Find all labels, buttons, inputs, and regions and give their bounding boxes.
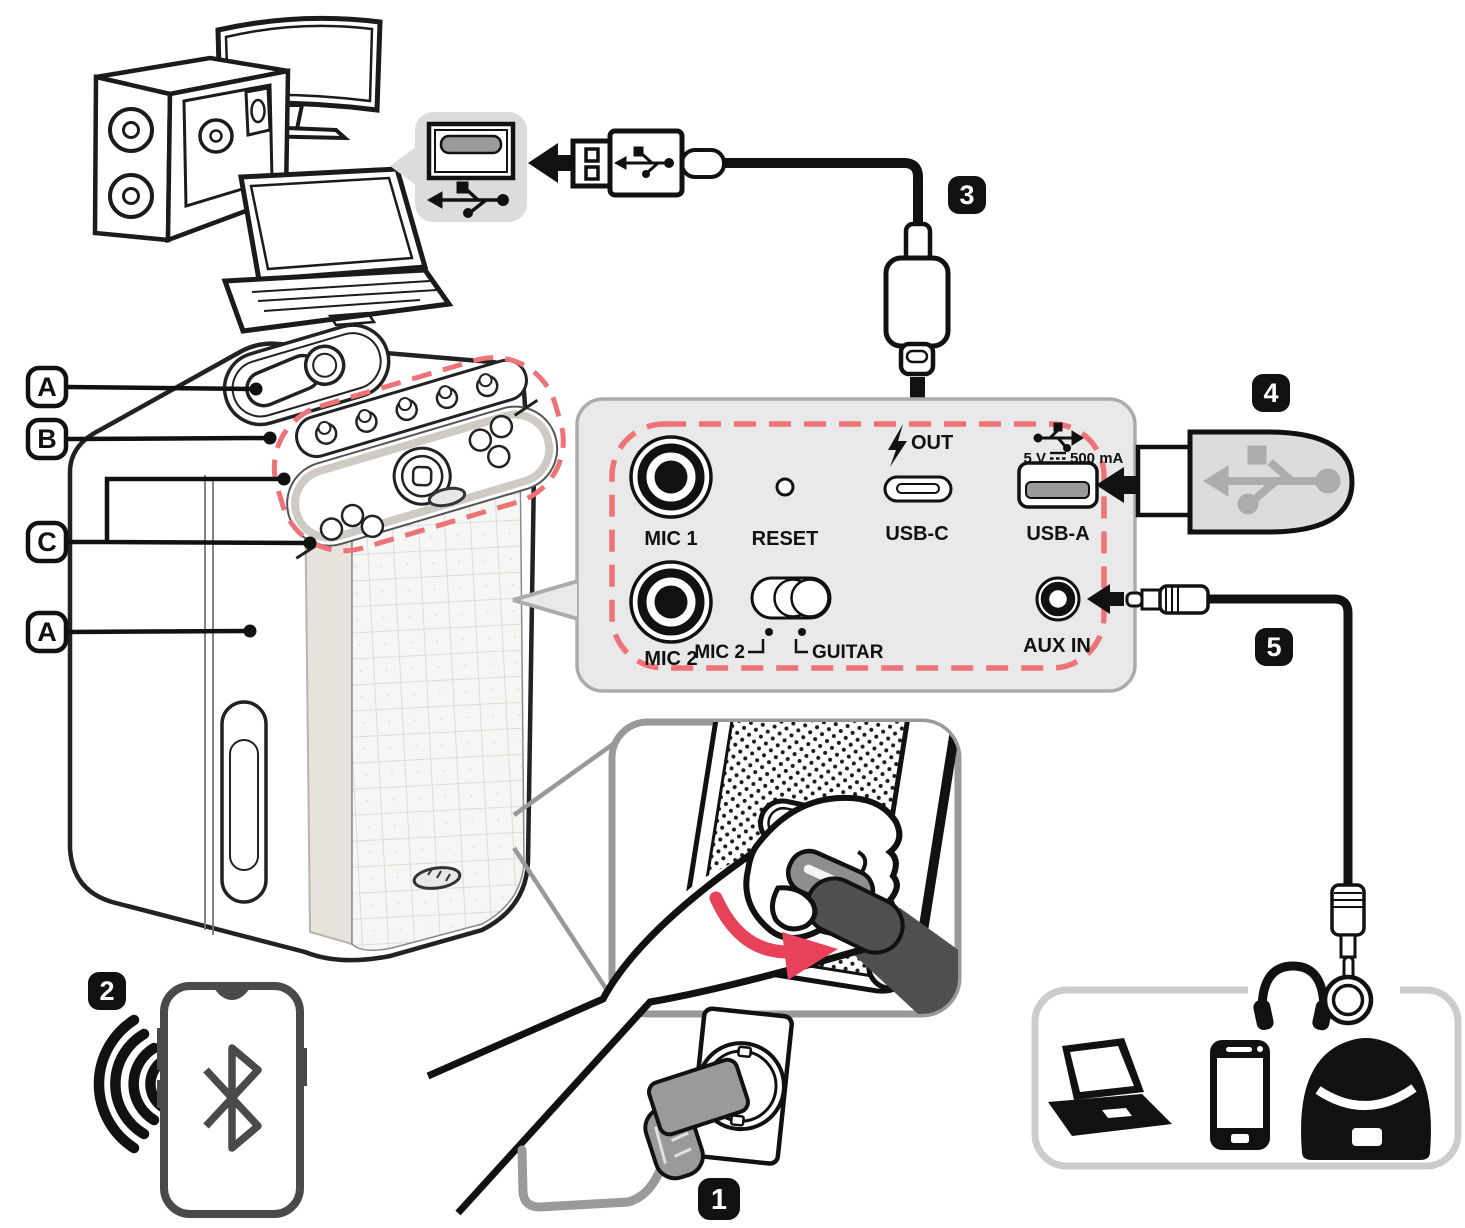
usb-drive-icon [1135,429,1355,535]
bluetooth-icon [203,1044,262,1152]
aux-cable [1208,594,1353,888]
smartphone-icon [1210,1040,1270,1150]
knobs [314,373,499,445]
step-3-badge: 3 [948,176,986,214]
step-4-badge: 4 [1252,374,1290,412]
svg-text:A: A [37,372,57,402]
usb-trident-small-icon [1033,422,1084,452]
aux-in-label: AUX IN [1023,635,1091,657]
latch-clip [412,486,467,890]
aux-plug-icon [1125,584,1210,615]
aux-devices-group [1031,961,1462,1170]
aux-arrow-icon [1087,584,1124,614]
wireless-waves-icon [93,1014,170,1154]
reset-hole [775,477,795,497]
usb-cable-assembly: 3 [528,128,986,424]
usb-cable [724,158,923,228]
usb-c-label: USB-C [885,523,948,545]
usb-a-port-icon [426,121,516,181]
mic2-label: MIC 2 [644,648,697,670]
switch-guitar-label: GUITAR [812,642,884,663]
usb-a-plug-icon [570,128,726,198]
microphone-icon [245,344,346,408]
red-curve-arrow-icon [709,891,838,980]
usb-port-callout [390,112,527,222]
side-handle [220,700,268,904]
usb-a-port [1017,461,1099,509]
media-player-icon [1301,1038,1431,1160]
aux-cable-assembly: 5 [1125,584,1366,985]
laptop-illustration [221,166,454,334]
svg-text:1: 1 [711,1184,727,1216]
part-b-badge: B [25,417,69,461]
mic1-jack [629,435,713,519]
step-1-badge: 1 [698,1178,740,1220]
usb-c-plug-icon [883,221,951,377]
svg-text:3: 3 [959,180,974,210]
mic2-jack [629,560,713,644]
usb-a-label: USB-A [1026,523,1089,545]
usb-drive-assembly: 4 [1096,374,1355,535]
mic2-guitar-switch [750,576,832,620]
svg-text:4: 4 [1263,378,1278,408]
aux-plug-down-icon [1330,883,1366,985]
mic-holder-tray [222,323,391,427]
laptop-icon [1048,1038,1172,1136]
headphones-icon [1253,961,1333,1031]
step-5-badge: 5 [1255,628,1293,666]
usb-c-port [883,475,953,503]
switch-mic2-label: MIC 2 [694,642,745,663]
svg-text:2: 2 [99,976,114,1006]
reset-label: RESET [752,528,819,550]
left-arrow-icon [528,143,575,183]
usb-trident-icon [426,181,509,218]
speaker-illustration [67,323,566,963]
smartphone-bluetooth: 2 [88,972,307,1218]
svg-text:C: C [37,527,57,557]
thumb [770,885,818,932]
pc-tower-illustration [92,55,291,244]
part-a-badge: A [25,365,69,409]
svg-text:A: A [37,617,57,647]
top-control-deck [222,323,566,560]
lightning-icon [888,424,907,467]
part-a2-badge: A [25,610,69,654]
svg-text:5: 5 [1266,632,1281,662]
aux-in-jack [1035,576,1081,622]
devices-frame [1031,986,1462,1170]
part-c-badge: C [25,520,69,564]
io-panel: MIC 1 RESET OUT USB-C 5 V 500 mA [511,397,1137,693]
power-cable [517,1145,669,1212]
usb-out-label: OUT [911,432,953,454]
red-dashed-outline [609,421,1107,671]
part-callouts: A B C A [25,365,317,654]
mic1-label: MIC 1 [644,528,697,550]
power-assembly: 1 [517,1006,794,1220]
power-plug-icon [643,1057,750,1181]
hand-illustration [426,794,905,1216]
step-2-badge: 2 [88,972,126,1010]
aux-ring-icon [1322,974,1374,1026]
rubber-cover-flap [785,848,905,955]
svg-text:B: B [37,424,57,454]
red-dashed-deck-outline [271,355,566,554]
